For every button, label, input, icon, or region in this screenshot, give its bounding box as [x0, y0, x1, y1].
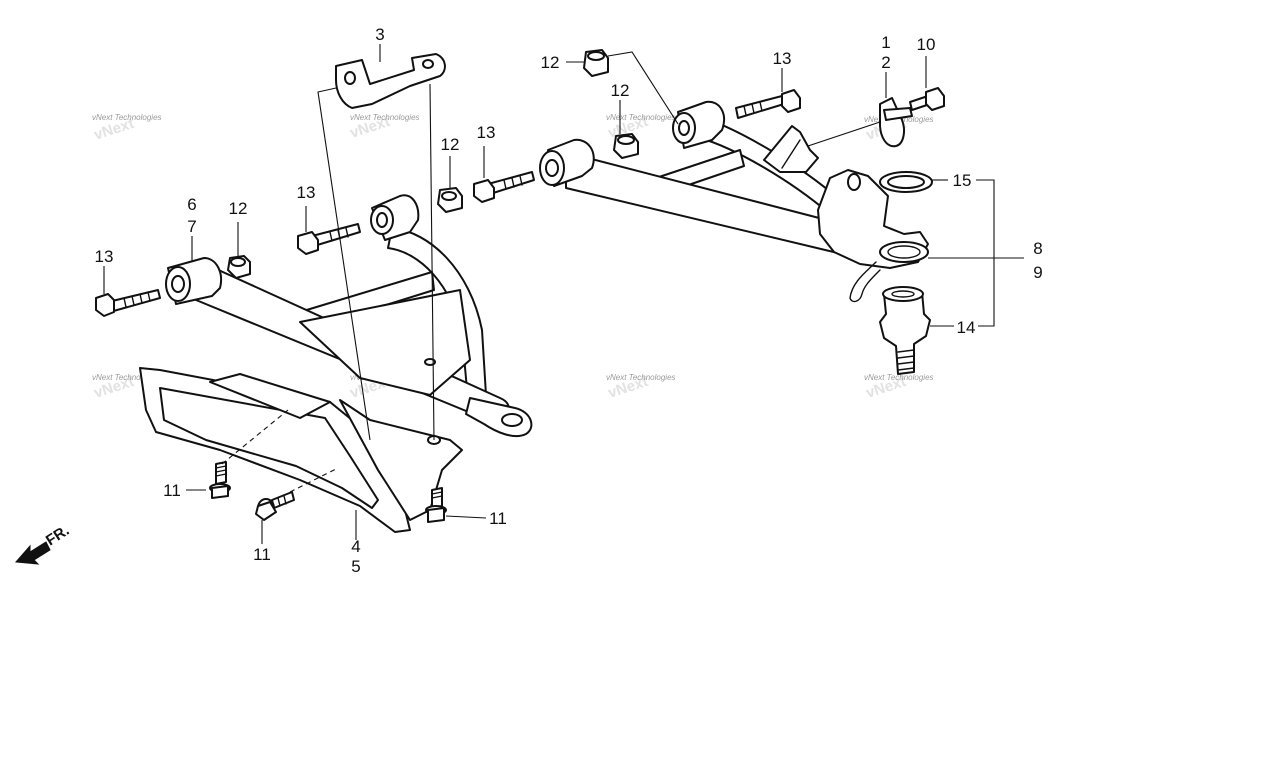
- callout-10: 10: [917, 35, 936, 54]
- front-direction-arrow-icon: [14, 541, 51, 565]
- callout-13: 13: [297, 183, 316, 202]
- skid-guard-top-flange: [209, 373, 331, 419]
- callout-labels: 1 2 3 4 5 6 7 8 9 10 11 11 11 12 12 12 1…: [95, 25, 1043, 576]
- watermark: vNext Technologies: [92, 113, 162, 122]
- callout-12: 12: [611, 81, 630, 100]
- skid-guard-inner-face: [159, 387, 379, 509]
- flange-bolt-icon: [255, 491, 295, 521]
- upper-arm-assembly: [539, 100, 929, 303]
- leader-bracket-right: [429, 83, 435, 441]
- ball-joint-socket: [879, 241, 929, 263]
- leader-lines: [103, 44, 1024, 544]
- watermark: vNext Technologies: [606, 113, 676, 122]
- callout-9: 9: [1033, 263, 1042, 282]
- lower-arm-rear-bushing-bore: [376, 212, 388, 228]
- callout-11: 11: [489, 509, 507, 528]
- skid-guard-upper-hole: [424, 358, 436, 366]
- watermark: vNext Technologies: [92, 373, 162, 382]
- callout-15: 15: [953, 171, 972, 190]
- callout-7: 7: [187, 217, 196, 236]
- leader-11c: [445, 515, 487, 519]
- leader-bracket-14-15: [976, 179, 995, 327]
- callout-12: 12: [229, 199, 248, 218]
- lower-arm-eye-hole: [501, 413, 523, 427]
- nut-icon: [613, 133, 639, 159]
- callout-13: 13: [773, 49, 792, 68]
- upper-arm-bracket-edge: [781, 139, 801, 169]
- bolt-icon: [297, 223, 361, 255]
- callout-13: 13: [477, 123, 496, 142]
- callout-12: 12: [441, 135, 460, 154]
- leader-bracket-left: [317, 87, 371, 441]
- left-fasteners: [95, 171, 535, 523]
- callout-4: 4: [351, 537, 360, 556]
- hose-clamp-icon: [879, 97, 913, 148]
- watermark: vNext Technologies: [350, 113, 420, 122]
- bracket-body: [335, 53, 446, 109]
- lower-arm-assembly: [165, 194, 533, 438]
- flange-bolt-icon: [209, 461, 231, 499]
- knuckle-hole: [847, 173, 861, 191]
- callout-5: 5: [351, 557, 360, 576]
- flange-bolt-icon: [425, 487, 447, 523]
- callout-12: 12: [541, 53, 560, 72]
- bolt-icon: [909, 87, 945, 111]
- callout-14: 14: [957, 318, 976, 337]
- bolt-icon: [473, 171, 535, 203]
- leader-12-top-extend: [607, 51, 679, 125]
- callout-13: 13: [95, 247, 114, 266]
- lower-arm-gusset: [299, 289, 471, 396]
- bracket-hole: [344, 71, 356, 85]
- nut-icon: [437, 187, 463, 213]
- upper-arm-front-bushing-bore: [545, 159, 559, 177]
- leader-clamp-bracket: [807, 121, 881, 147]
- watermark: vNext Technologies: [606, 373, 676, 382]
- right-fasteners: [583, 49, 945, 375]
- nut-icon: [227, 255, 251, 279]
- callout-1: 1: [881, 33, 890, 52]
- nut-icon: [583, 49, 609, 77]
- lower-arm-front-bushing-bore: [171, 275, 185, 293]
- ball-joint-icon: [879, 286, 931, 375]
- callout-3: 3: [375, 25, 384, 44]
- callout-2: 2: [881, 53, 890, 72]
- snap-ring-icon: [879, 171, 933, 193]
- front-direction-marker: FR.: [14, 522, 72, 565]
- bolt-icon: [95, 289, 161, 317]
- cotter-pin-icon: [849, 261, 881, 303]
- bracket-hole: [422, 59, 434, 69]
- callout-11: 11: [163, 481, 181, 500]
- callout-6: 6: [187, 195, 196, 214]
- mounting-bracket: [335, 53, 446, 109]
- callout-8: 8: [1033, 239, 1042, 258]
- callout-11: 11: [253, 545, 271, 564]
- watermark: vNext Technologies: [864, 373, 934, 382]
- upper-arm-rear-bushing-bore: [678, 120, 690, 136]
- ball-joint-socket-inner: [887, 245, 921, 259]
- upper-arm-bracket: [763, 125, 819, 173]
- bolt-icon: [735, 89, 801, 119]
